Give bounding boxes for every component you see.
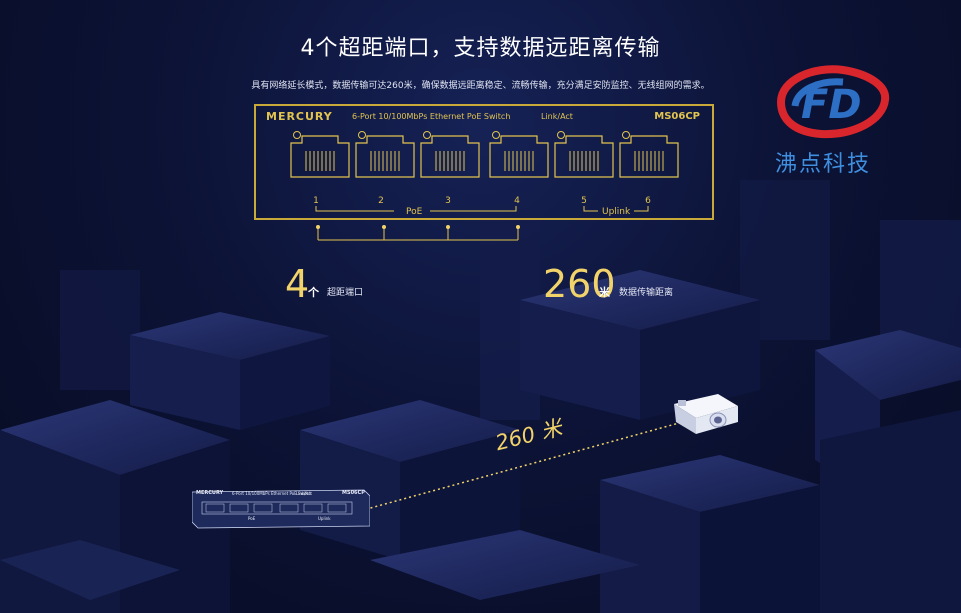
port-led (557, 131, 565, 139)
port-led (293, 131, 301, 139)
port-led (492, 131, 500, 139)
port-number: 2 (378, 196, 384, 206)
port-led (622, 131, 630, 139)
port-led (423, 131, 431, 139)
switch-front-panel: MERCURY 6-Port 10/100MbPs Ethernet PoE S… (254, 104, 714, 220)
port-number: 4 (514, 196, 520, 206)
uplink-label: Uplink (602, 207, 631, 217)
mini-brand: MERCURY (196, 490, 224, 496)
stat-distance-number: 260 (543, 262, 616, 306)
panel-link-label: Link/Act (541, 112, 573, 121)
mini-description: 6-Port 10/100MbPs Ethernet PoE Switch (232, 491, 312, 496)
mini-poe-label: PoE (248, 516, 256, 521)
panel-brand: MERCURY (266, 110, 333, 123)
poe-label: PoE (406, 207, 423, 217)
mini-model: MS06CP (342, 490, 365, 496)
ethernet-port-icon (489, 131, 549, 184)
stat-ports-unit: 个 (308, 286, 319, 299)
ethernet-port-icon (355, 131, 415, 184)
logo-letters: FD (801, 82, 862, 128)
mini-link-label: Link/Act (296, 491, 312, 496)
port-number: 3 (445, 196, 451, 206)
stat-ports-label: 超距端口 (327, 288, 364, 298)
security-camera-icon (668, 392, 742, 444)
switch-device: MERCURY 6-Port 10/100MbPs Ethernet PoE S… (192, 486, 370, 532)
port-number: 6 (645, 196, 651, 206)
port-group-brackets (315, 206, 649, 212)
page-title: 4个超距端口，支持数据远距离传输 (300, 36, 661, 61)
ethernet-port-icon (290, 131, 350, 184)
panel-model: MS06CP (654, 111, 700, 122)
port-led (358, 131, 366, 139)
fd-logo-icon: FD (776, 65, 890, 139)
port-number: 5 (581, 196, 587, 206)
ethernet-port-icon (619, 131, 679, 184)
mini-uplink-label: Uplink (318, 516, 331, 521)
stat-distance-unit: 米 (599, 286, 610, 299)
panel-description: 6-Port 10/100MbPs Ethernet PoE Switch (352, 112, 511, 121)
ethernet-port-icon (554, 131, 614, 184)
stat-distance-label: 数据传输距离 (619, 288, 674, 298)
stat-ports-number: 4 (285, 262, 310, 306)
page-subtitle: 具有网络延长模式，数据传输可达260米，确保数据远距离稳定、流畅传输，充分满足安… (251, 81, 710, 91)
logo-name: 沸点科技 (775, 152, 872, 177)
ethernet-port-icon (420, 131, 480, 184)
port-number: 1 (313, 196, 319, 206)
